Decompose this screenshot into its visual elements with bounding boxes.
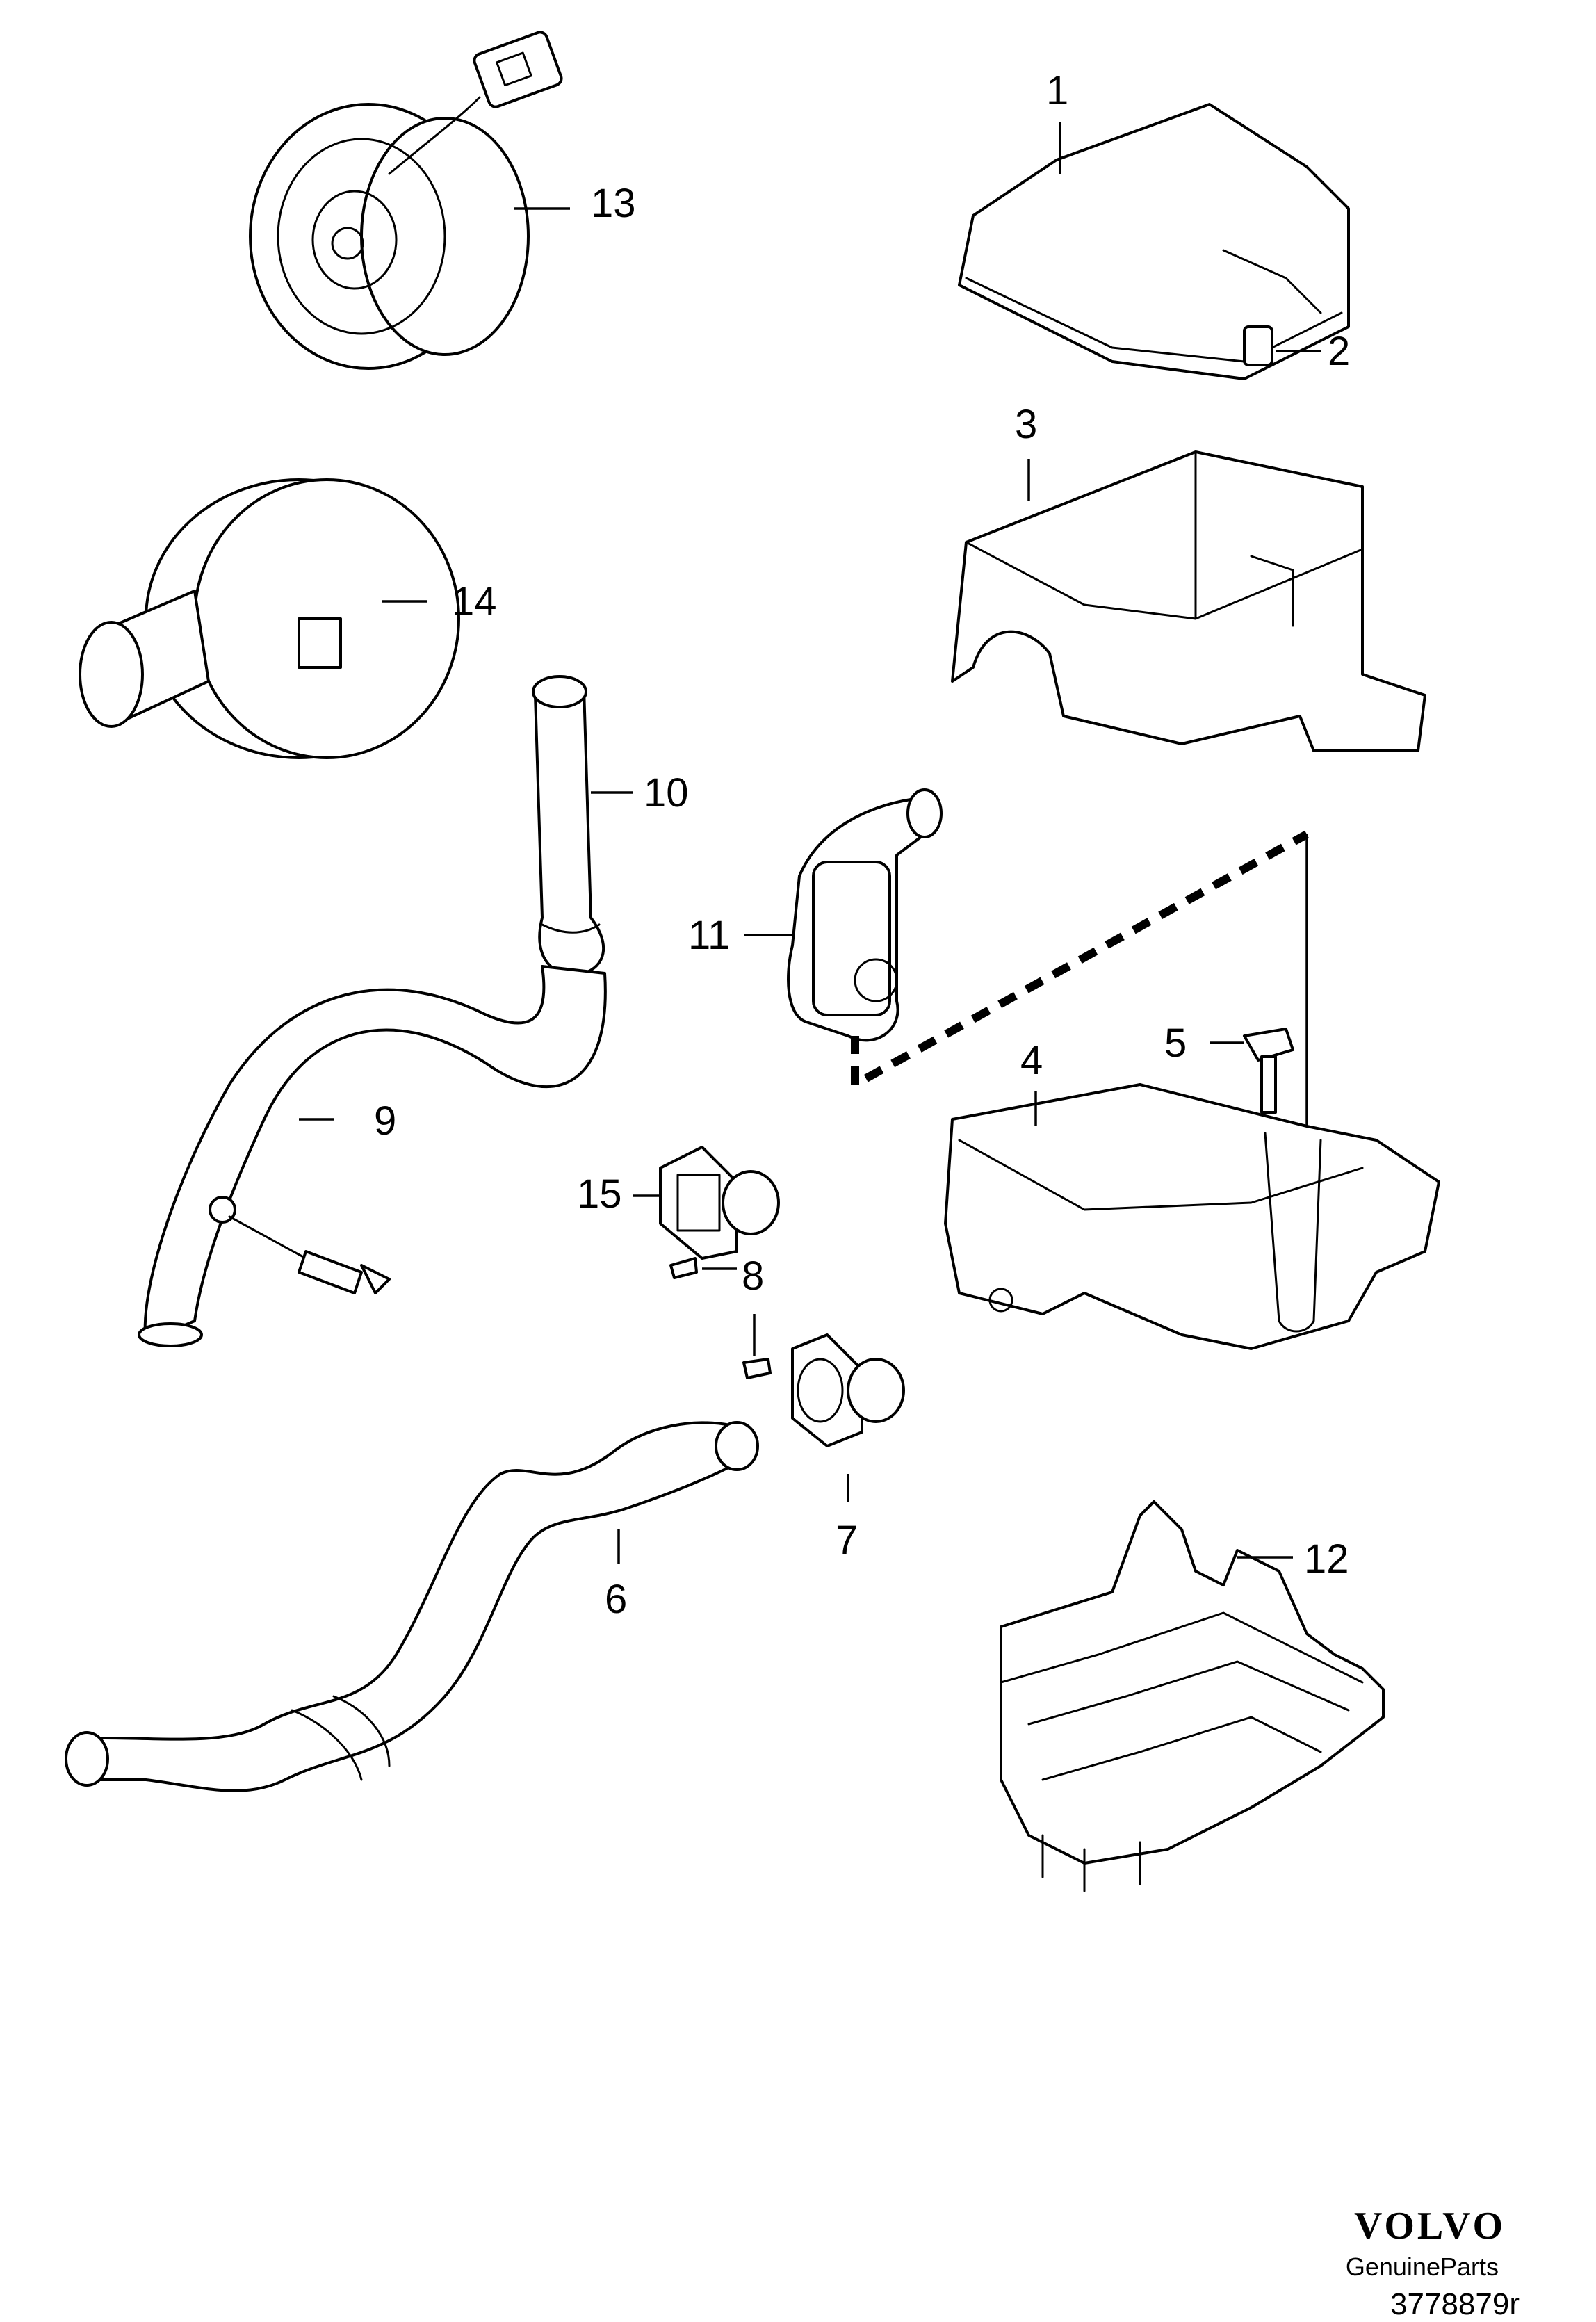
callout-3: 3	[1015, 402, 1037, 447]
callout-2: 2	[1328, 329, 1350, 374]
callout-5: 5	[1164, 1021, 1187, 1066]
volvo-logo-text: VOLVO	[1354, 2205, 1506, 2248]
part-14-blower-housing	[79, 478, 460, 759]
callout-12: 12	[1304, 1536, 1349, 1582]
callout-9: 9	[374, 1098, 396, 1144]
part-13-blower-motor	[249, 31, 563, 370]
part-15-flange	[659, 1146, 780, 1260]
drawing-number: 3778879r	[1390, 2287, 1520, 2321]
callout-6: 6	[605, 1577, 627, 1622]
callout-15: 15	[577, 1171, 622, 1217]
callout-11: 11	[688, 913, 730, 958]
callout-4: 4	[1020, 1038, 1043, 1083]
part-6-lower-hose	[65, 1421, 759, 1792]
part-10-upper-hose	[532, 675, 605, 975]
dashed-connection-line	[851, 830, 1309, 1092]
part-3-box	[951, 450, 1426, 752]
callout-1: 1	[1046, 68, 1068, 113]
callout-14: 14	[452, 579, 497, 624]
callout-8: 8	[742, 1253, 764, 1299]
part-4-tray	[944, 1083, 1440, 1350]
part-11-elbow	[787, 788, 943, 1042]
leader-lines	[299, 122, 1321, 1564]
part-7-flange	[791, 1333, 905, 1447]
part-12-rack	[1000, 1500, 1385, 1892]
part-5-bolt	[1243, 1028, 1294, 1114]
callout-13: 13	[591, 181, 636, 226]
part-2-clip	[1243, 325, 1273, 366]
callout-10: 10	[644, 770, 689, 815]
part-9-duct	[138, 965, 607, 1347]
part-1-cover	[958, 103, 1350, 380]
callout-7: 7	[836, 1518, 858, 1563]
part-8-screws	[669, 1257, 772, 1379]
genuine-parts-label: GenuineParts	[1345, 2252, 1499, 2281]
